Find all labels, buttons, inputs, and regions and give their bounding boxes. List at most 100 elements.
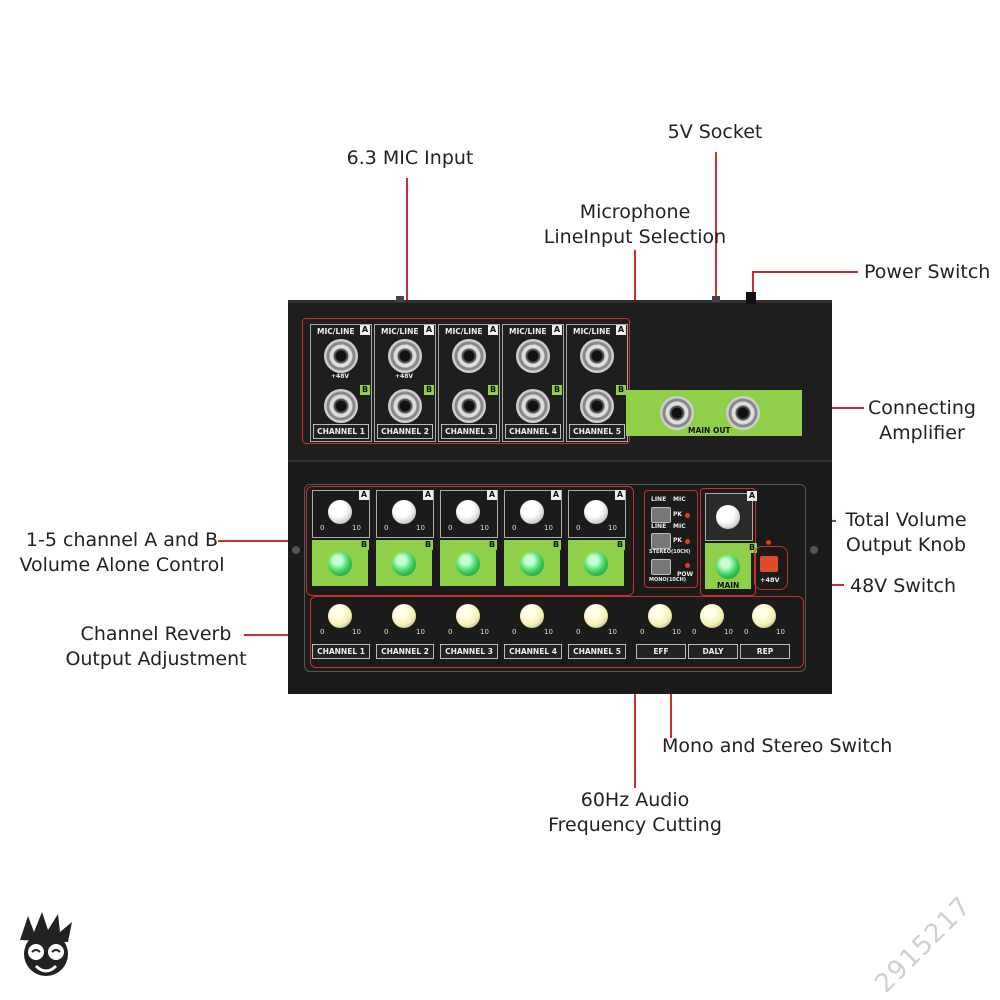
switch-label-pow: POW xyxy=(677,571,694,578)
main-tag-a: A xyxy=(747,491,757,501)
mic-line-label: MIC/LINE xyxy=(573,327,611,336)
mic-line-switch-2[interactable] xyxy=(651,533,671,549)
channel-1-input-b-jack[interactable] xyxy=(324,389,358,423)
tick-min: 0 xyxy=(576,524,581,532)
reverb-channel-label: CHANNEL 1 xyxy=(312,644,370,659)
volume-tag-b: B xyxy=(615,540,625,550)
channel-tag-b: B xyxy=(360,385,370,395)
channel-2-input-a-jack[interactable] xyxy=(388,339,422,373)
channel-5-input-a-jack[interactable] xyxy=(580,339,614,373)
main-a-knob[interactable] xyxy=(716,505,740,529)
volume-a-box xyxy=(312,490,370,538)
channel-1-input-a-jack[interactable] xyxy=(324,339,358,373)
volume-a-box xyxy=(568,490,626,538)
channel-1-volume-a-knob[interactable] xyxy=(328,500,352,524)
socket-5v[interactable] xyxy=(712,296,720,302)
channel-5-volume-b-knob[interactable] xyxy=(584,552,608,576)
channel-5-reverb-knob[interactable] xyxy=(584,604,608,628)
tick-min: 0 xyxy=(448,524,453,532)
channel-3-input-b-jack[interactable] xyxy=(452,389,486,423)
phantom-48v-frame xyxy=(754,546,788,590)
watermark-number: 2915217 xyxy=(869,890,978,1000)
channel-4-volume-b-knob[interactable] xyxy=(520,552,544,576)
volume-tag-b: B xyxy=(359,540,369,550)
channel-3-volume-b-knob[interactable] xyxy=(456,552,480,576)
main-master-section: A B MAIN xyxy=(700,488,757,596)
effect-tick-min: 0 xyxy=(640,628,645,636)
switch-label-stereo: STEREO(10CH) xyxy=(649,549,691,555)
callout-channel-volume-l2: Volume Alone Control xyxy=(19,554,225,576)
volume-a-box xyxy=(504,490,562,538)
phantom-48v-switch[interactable] xyxy=(760,556,778,572)
channel-4-input-a-jack[interactable] xyxy=(516,339,550,373)
callout-reverb-adjust-l1: Channel Reverb xyxy=(80,623,232,645)
volume-tag-a: A xyxy=(359,490,369,500)
channel-4-input-b-jack[interactable] xyxy=(516,389,550,423)
watermark-logo xyxy=(14,910,78,984)
callout-connecting-amp-l2: Amplifier xyxy=(879,422,965,444)
volume-tag-a: A xyxy=(487,490,497,500)
effect-3-knob[interactable] xyxy=(752,604,776,628)
volume-tag-b: B xyxy=(423,540,433,550)
screw-left xyxy=(292,546,300,554)
channel-4-reverb-knob[interactable] xyxy=(520,604,544,628)
input-jacks-frame xyxy=(302,318,630,444)
tick-max: 10 xyxy=(352,524,361,532)
channel-1-reverb-knob[interactable] xyxy=(328,604,352,628)
channel-3-input-a-jack[interactable] xyxy=(452,339,486,373)
phantom-label: +48V xyxy=(395,373,414,380)
power-switch-leader-v xyxy=(752,271,754,295)
channel-2-volume-b-knob[interactable] xyxy=(392,552,416,576)
channel-1-volume-b-knob[interactable] xyxy=(328,552,352,576)
channel-2-volume-a-knob[interactable] xyxy=(392,500,416,524)
channel-label: CHANNEL 4 xyxy=(505,424,561,439)
channel-5-volume-a-knob[interactable] xyxy=(584,500,608,524)
reverb-channel-label: CHANNEL 2 xyxy=(376,644,434,659)
power-switch[interactable] xyxy=(746,292,756,304)
effect-label: DALY xyxy=(688,644,738,659)
mic-line-label: MIC/LINE xyxy=(445,327,483,336)
channel-3-reverb-knob[interactable] xyxy=(456,604,480,628)
callout-mic-input: 6.3 MIC Input xyxy=(346,147,474,169)
callout-reverb-adjust-l2: Output Adjustment xyxy=(65,648,247,670)
reverb-tick-max: 10 xyxy=(416,628,425,636)
channel-tag-a: A xyxy=(552,325,562,335)
channel-3-volume-a-knob[interactable] xyxy=(456,500,480,524)
channel-4-volume-a-knob[interactable] xyxy=(520,500,544,524)
switch-label-mono: MONO(10CH) xyxy=(649,577,687,583)
switch-label-mic-1: MIC xyxy=(673,496,686,503)
channel-2-input-b-jack[interactable] xyxy=(388,389,422,423)
mic-line-switch-1[interactable] xyxy=(651,507,671,523)
callout-connecting-amp-l1: Connecting xyxy=(868,397,976,419)
reverb-adjust-leader xyxy=(244,634,310,636)
mic-line-label: MIC/LINE xyxy=(509,327,547,336)
channel-tag-b: B xyxy=(424,385,434,395)
effect-2-knob[interactable] xyxy=(700,604,724,628)
callout-mono-stereo: Mono and Stereo Switch xyxy=(662,735,893,757)
callout-48v-switch: 48V Switch xyxy=(850,575,957,597)
channel-5-input-b-jack[interactable] xyxy=(580,389,614,423)
channel-2-reverb-knob[interactable] xyxy=(392,604,416,628)
mono-stereo-switch[interactable] xyxy=(651,559,671,575)
switch-label-line-2: LINE xyxy=(651,523,667,530)
main-out-jack-a[interactable] xyxy=(660,396,694,430)
effect-1-knob[interactable] xyxy=(648,604,672,628)
main-b-knob[interactable] xyxy=(716,555,740,579)
volume-a-box xyxy=(440,490,498,538)
effect-label: EFF xyxy=(636,644,686,659)
main-out-jack-b[interactable] xyxy=(726,396,760,430)
reverb-channel-label: CHANNEL 3 xyxy=(440,644,498,659)
volume-controls-frame xyxy=(306,486,634,596)
callout-freq-cut: 60Hz Audio Frequency Cutting xyxy=(530,788,740,838)
reverb-tick-max: 10 xyxy=(544,628,553,636)
tick-max: 10 xyxy=(416,524,425,532)
reverb-controls-frame xyxy=(310,596,804,668)
main-label: MAIN xyxy=(717,581,740,590)
callout-channel-volume: 1-5 channel A and B Volume Alone Control xyxy=(4,528,240,578)
